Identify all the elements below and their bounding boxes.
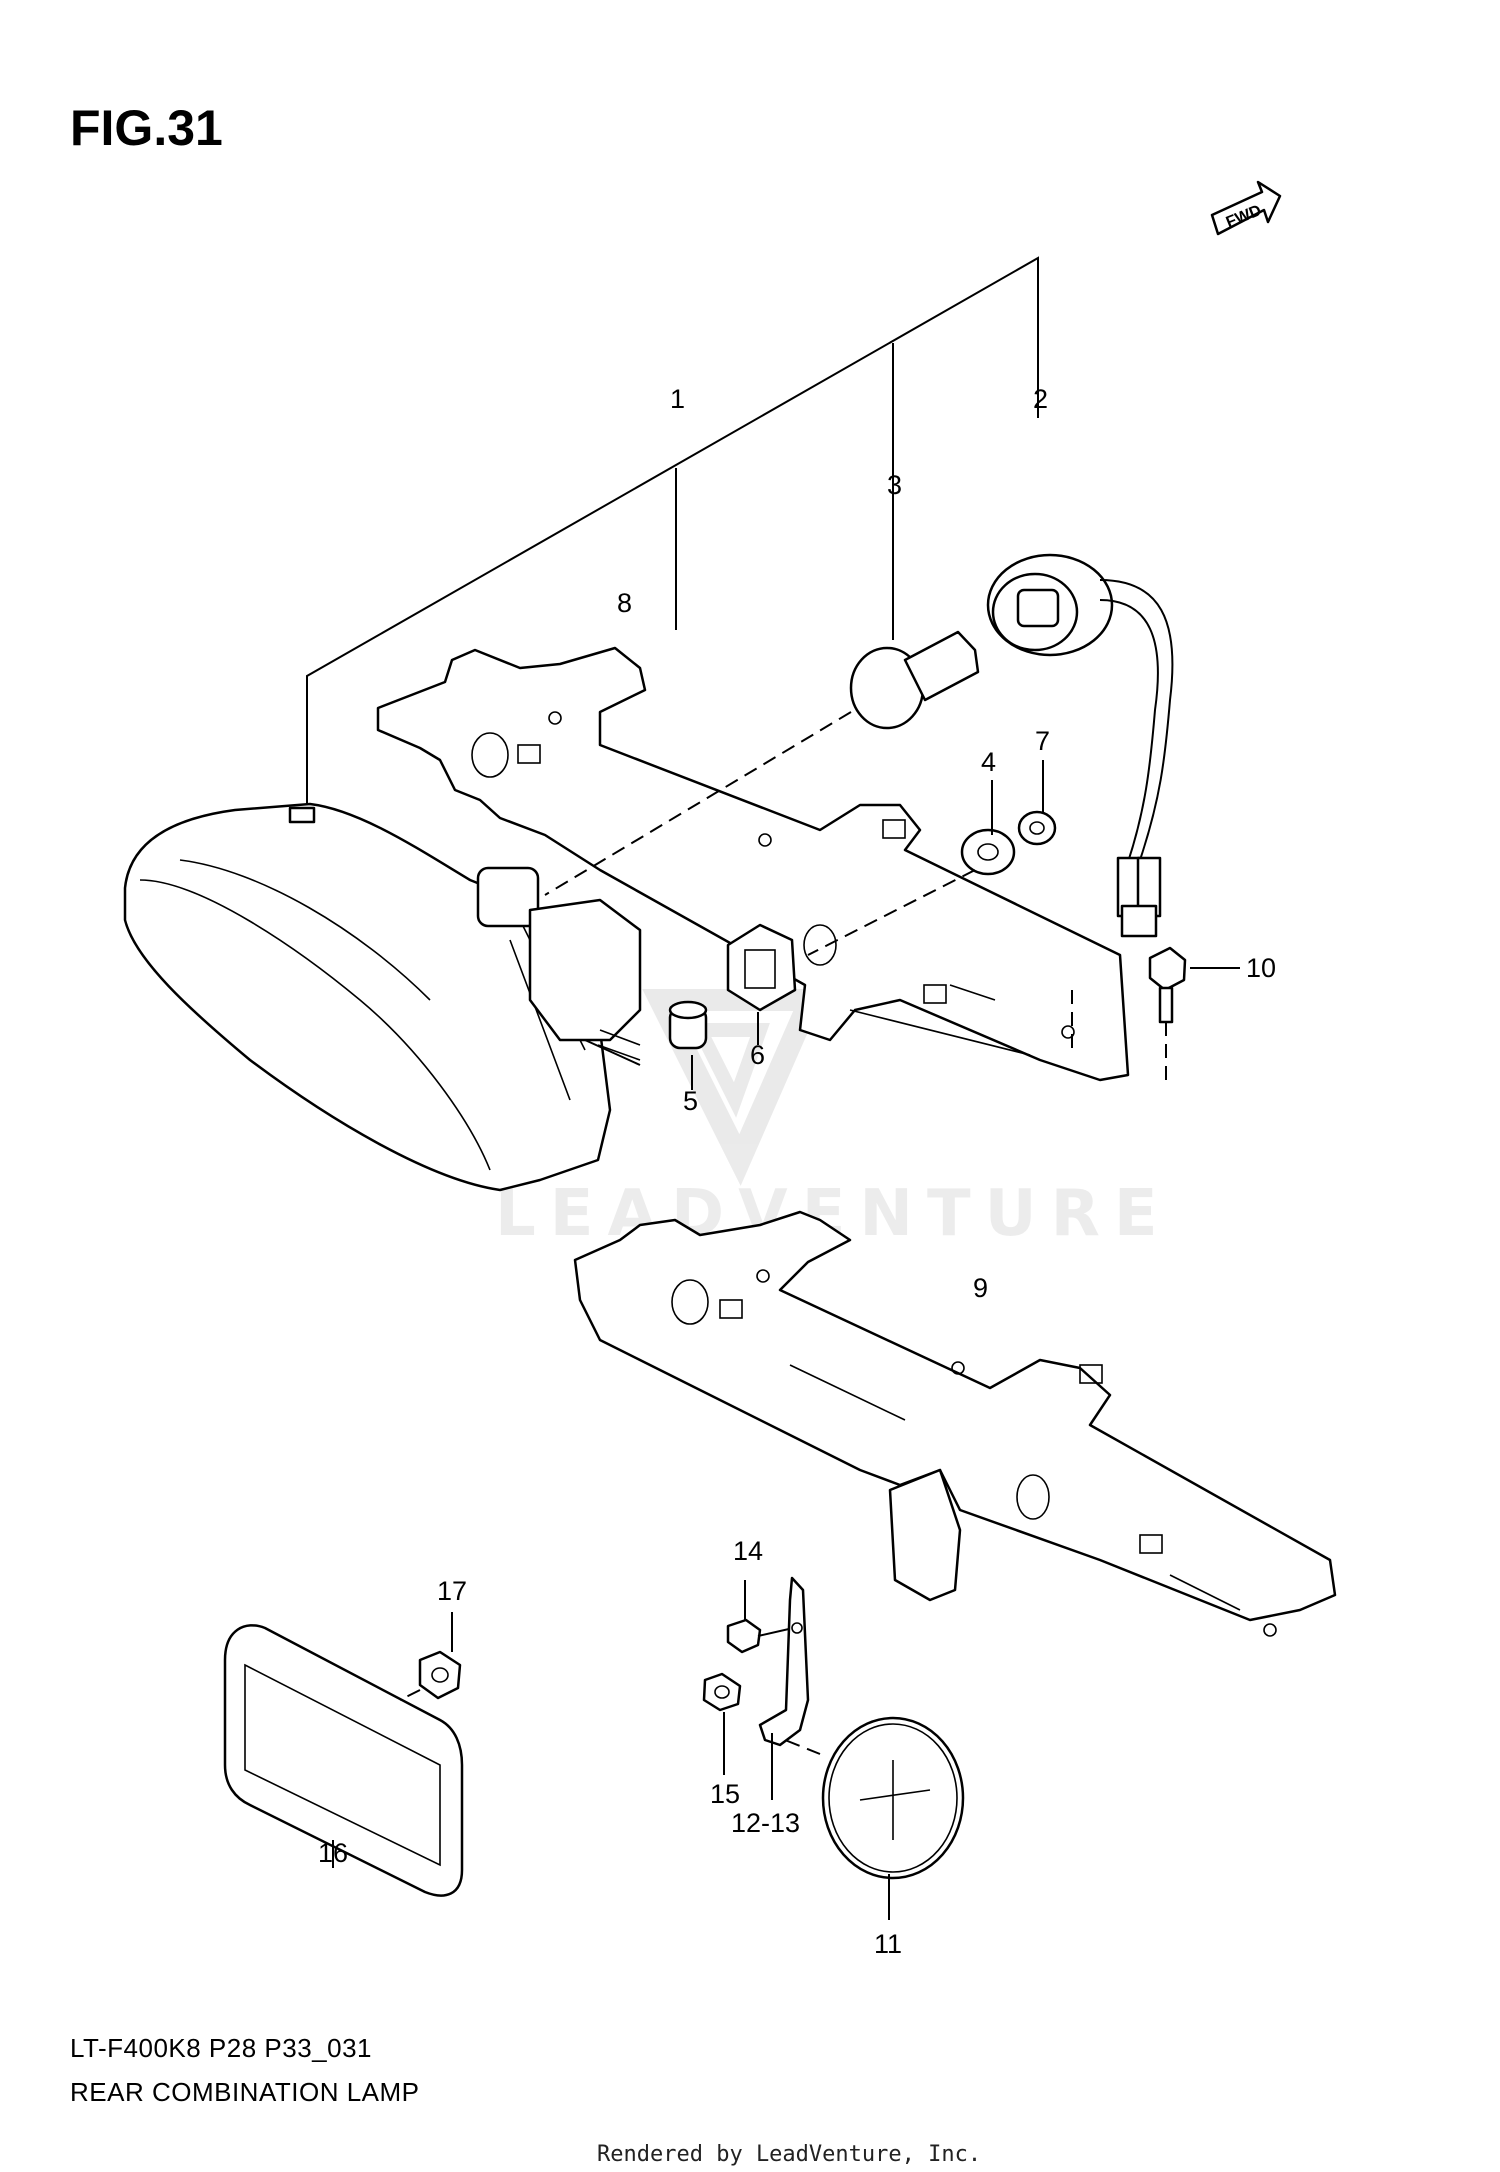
callout-2: 2 [1033, 384, 1048, 414]
callout-14: 14 [733, 1536, 763, 1566]
callout-17: 17 [437, 1576, 467, 1606]
callout-7: 7 [1035, 726, 1050, 756]
callout-10: 10 [1246, 953, 1276, 983]
grommet-part-6 [726, 923, 797, 1045]
callout-16: 16 [318, 1838, 348, 1868]
callout-11: 11 [874, 1929, 902, 1959]
figure-caption: REAR COMBINATION LAMP [70, 2077, 420, 2107]
reflector-part-16 [223, 1624, 464, 1897]
callout-1: 1 [670, 384, 685, 414]
callout-15: 15 [710, 1779, 740, 1809]
bolt-part-10 [1071, 946, 1240, 1080]
callout-bracket [306, 256, 1039, 818]
callout-12-13: 12-13 [731, 1808, 800, 1838]
nut-part-7 [1017, 760, 1057, 846]
callout-3: 3 [887, 470, 902, 500]
washer-part-4 [807, 780, 1016, 956]
collar-part-5 [668, 1000, 708, 1090]
callout-4: 4 [981, 747, 996, 777]
round-reflector-part-11 [784, 1716, 965, 1920]
rendered-by-credit: Rendered by LeadVenture, Inc. [597, 2142, 981, 2167]
callout-8: 8 [617, 588, 632, 618]
socket-harness-part-2 [986, 553, 1174, 938]
callout-9: 9 [973, 1273, 988, 1303]
plate-bracket-part-12-13 [758, 1576, 810, 1800]
callout-6: 6 [750, 1040, 765, 1070]
figure-title: FIG.31 [70, 100, 223, 156]
lower-bracket-part-9 [573, 1210, 1337, 1637]
callout-5: 5 [683, 1086, 698, 1116]
bulb-part-3 [544, 630, 980, 896]
tail-lamp-assembly-part-1 [123, 802, 642, 1192]
nut-part-15 [702, 1672, 742, 1775]
upper-bracket-part-8 [376, 646, 1130, 1082]
nut-part-17 [399, 1612, 462, 1701]
model-code: LT-F400K8 P28 P33_031 [70, 2033, 372, 2063]
fwd-arrow-icon: FWD [1210, 180, 1282, 236]
screw-part-14 [726, 1580, 803, 1654]
watermark-logo [642, 989, 827, 1186]
